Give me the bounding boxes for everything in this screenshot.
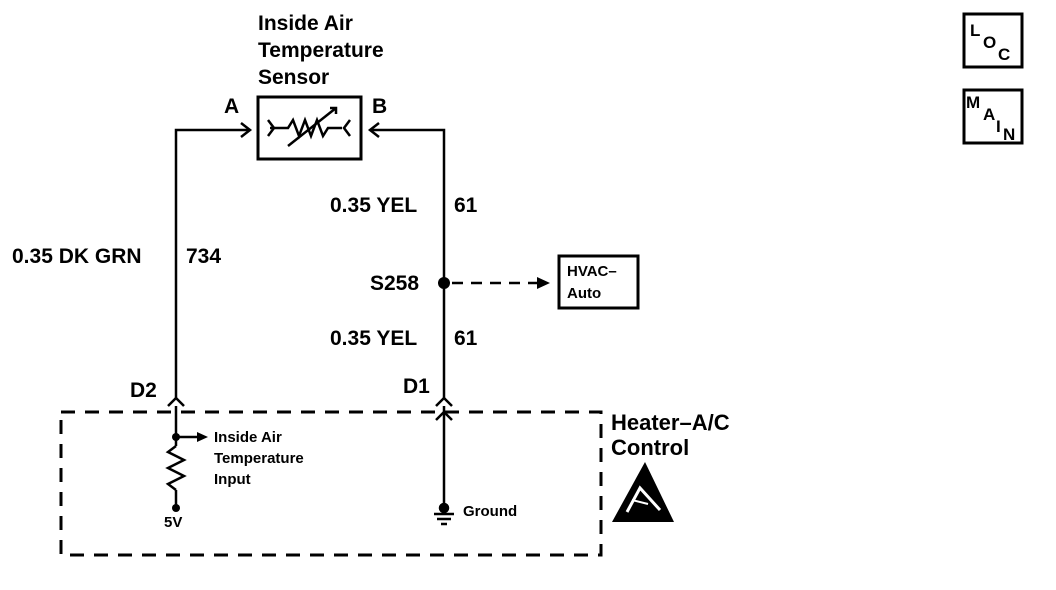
wire-734 [174,122,253,398]
wire-left-color: 0.35 DK GRN [12,245,142,268]
pin-d2-label: D2 [130,379,157,402]
connector-d2-icon [167,396,185,407]
loc-letter-l: L [970,21,980,40]
internal-d2-circuit [165,406,198,508]
thermistor-symbol [267,106,351,147]
supply-dot [172,504,180,512]
wire-left-circuit: 734 [186,245,221,268]
hvac-auto-line2: Auto [567,285,601,302]
main-letter-n: N [1003,125,1015,144]
internal-d1-circuit [435,406,453,506]
main-letter-i: I [996,117,1001,136]
terminal-a-label: A [224,95,239,118]
main-letter-m: M [966,93,980,112]
splice-dot [438,277,450,289]
supply-label: 5V [164,514,182,531]
main-letter-a: A [983,105,995,124]
terminal-b-label: B [372,95,387,118]
esd-warning-icon [612,462,674,522]
connector-d1-icon [435,396,453,407]
splice-arrow-icon [537,277,550,289]
wire-61 [367,122,446,398]
input-arrow-icon [197,432,208,442]
splice-label: S258 [370,272,419,295]
ground-label: Ground [463,503,517,520]
input-label-line3: Input [214,471,251,488]
loc-letter-c: C [998,45,1010,64]
controller-box [59,410,603,557]
ground-icon [434,502,454,526]
wire-right-lower-circuit: 61 [454,327,478,350]
hvac-auto-link[interactable]: HVAC– Auto [557,254,640,310]
loc-button[interactable]: L O C [962,12,1024,69]
loc-letter-o: O [983,33,996,52]
wire-right-upper-color: 0.35 YEL [330,194,417,217]
sensor-title-line1: Inside Air [258,12,353,35]
pin-d1-label: D1 [403,375,430,398]
wire-right-lower-color: 0.35 YEL [330,327,417,350]
wire-right-upper-circuit: 61 [454,194,478,217]
input-junction-dot [172,433,180,441]
input-label-line1: Inside Air [214,429,282,446]
controller-title-line1: Heater–A/C [611,410,730,435]
hvac-auto-line1: HVAC– [567,263,617,280]
sensor-title-line2: Temperature [258,39,384,62]
controller-title-line2: Control [611,435,689,460]
sensor-title-line3: Sensor [258,66,329,89]
input-label-line2: Temperature [214,450,304,467]
main-button[interactable]: M A I N [962,88,1024,145]
